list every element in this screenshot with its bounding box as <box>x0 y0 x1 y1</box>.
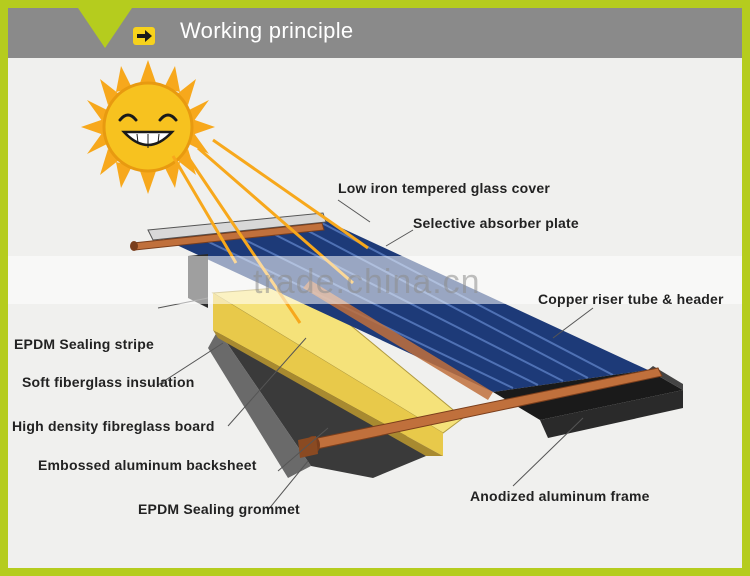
anodized-frame <box>493 370 683 420</box>
label-grommet: EPDM Sealing grommet <box>138 501 300 517</box>
label-backsheet: Embossed aluminum backsheet <box>38 457 257 473</box>
page-title: Working principle <box>180 18 354 43</box>
label-soft-insulation: Soft fiberglass insulation <box>22 374 195 390</box>
header-tab-marker <box>78 8 132 48</box>
label-fibreglass-board: High density fibreglass board <box>12 418 215 434</box>
label-glass-cover: Low iron tempered glass cover <box>338 180 550 196</box>
label-absorber-plate: Selective absorber plate <box>413 215 579 231</box>
solar-collector-diagram <box>81 60 683 511</box>
watermark-band <box>8 256 742 304</box>
label-epdm-stripe: EPDM Sealing stripe <box>14 336 154 352</box>
label-frame: Anodized aluminum frame <box>470 488 650 504</box>
content-panel: Working principle <box>8 8 742 568</box>
sun-icon <box>81 60 215 194</box>
arrow-right-icon <box>133 27 155 45</box>
header-bar: Working principle <box>8 8 742 58</box>
label-copper-tube: Copper riser tube & header <box>538 291 724 307</box>
watermark: trade.china.cn <box>253 263 481 301</box>
soft-insulation <box>213 293 443 456</box>
